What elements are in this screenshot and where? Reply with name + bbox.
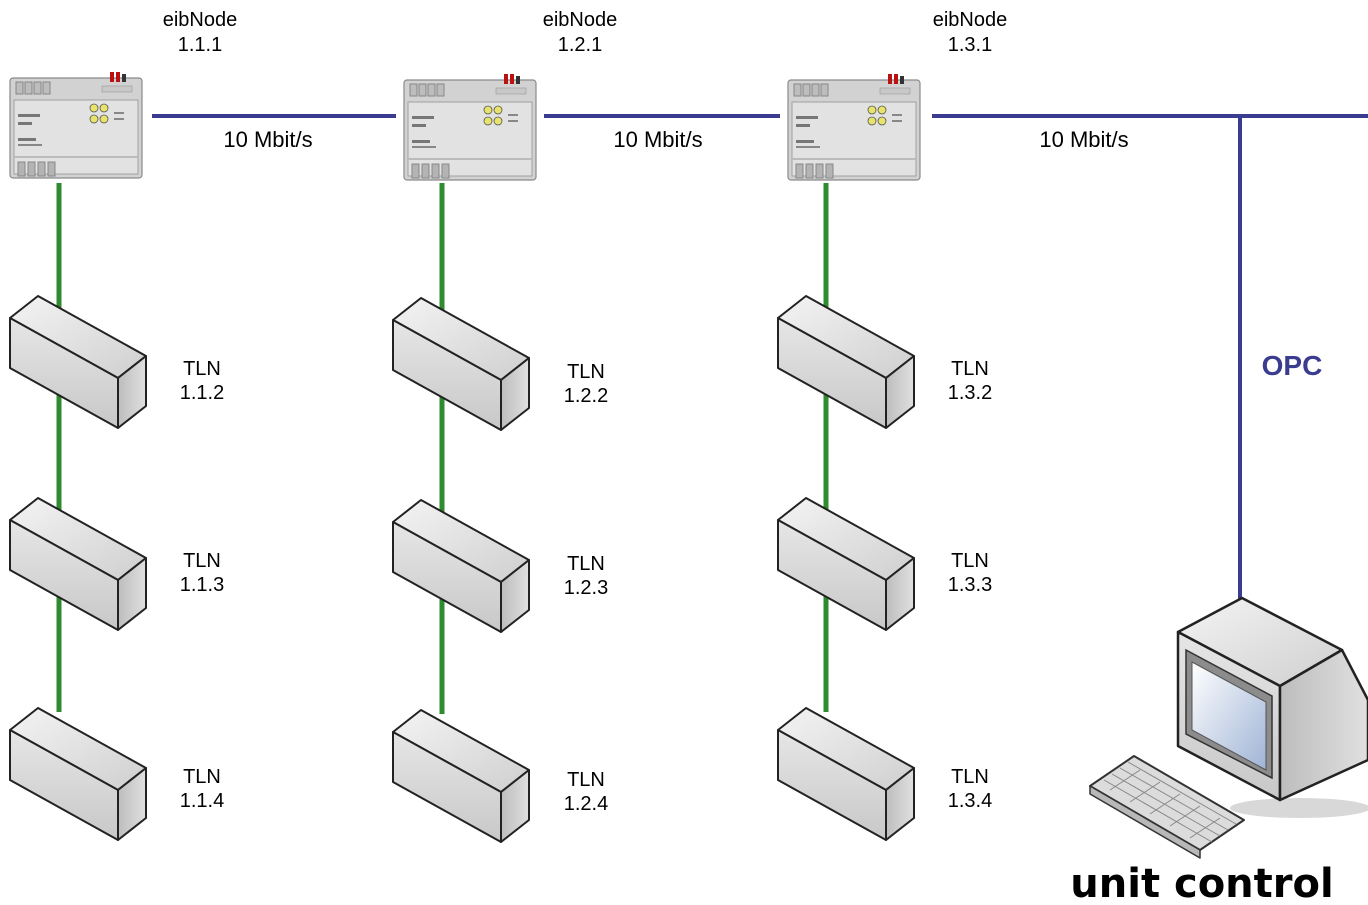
device-name: TLN xyxy=(183,358,221,380)
tln-1-2-3: TLN 1.2.3 xyxy=(392,499,608,633)
monitor-screen xyxy=(1191,661,1267,771)
din-rail-module-icon xyxy=(787,73,921,181)
tln-1-3-2: TLN 1.3.2 xyxy=(777,295,992,429)
box-device-icon xyxy=(9,707,147,841)
keyboard-icon xyxy=(1089,755,1245,859)
link-1-speed: 10 Mbit/s xyxy=(223,127,312,152)
computer-workstation-icon xyxy=(1089,596,1368,859)
device-address: 1.2.4 xyxy=(564,793,608,815)
device-address: 1.1.3 xyxy=(180,574,224,596)
box-device-icon xyxy=(777,707,915,841)
device-address: 1.3.3 xyxy=(948,574,992,596)
eibnode-1: eibNode 1.1.1 xyxy=(9,9,238,179)
tln-1-1-3: TLN 1.1.3 xyxy=(9,497,224,631)
eibnode-2-name: eibNode xyxy=(543,9,618,31)
eibnode-1-name: eibNode xyxy=(163,9,238,31)
box-device-icon xyxy=(392,499,530,633)
device-name: TLN xyxy=(567,553,605,575)
device-address: 1.3.4 xyxy=(948,790,992,812)
tln-1-1-2: TLN 1.1.2 xyxy=(9,295,224,429)
opc-label: OPC xyxy=(1262,350,1323,381)
device-name: TLN xyxy=(183,550,221,572)
eibnode-3-address: 1.3.1 xyxy=(948,34,992,56)
eibnode-3: eibNode 1.3.1 xyxy=(787,9,1008,181)
device-name: TLN xyxy=(951,358,989,380)
box-device-icon xyxy=(392,709,530,843)
eibnode-3-name: eibNode xyxy=(933,9,1008,31)
box-device-icon xyxy=(777,295,915,429)
tln-1-3-3: TLN 1.3.3 xyxy=(777,497,992,631)
device-address: 1.1.4 xyxy=(180,790,224,812)
device-name: TLN xyxy=(567,769,605,791)
device-address: 1.1.2 xyxy=(180,382,224,404)
workstation-label: unit control xyxy=(1070,861,1333,905)
box-device-icon xyxy=(9,497,147,631)
device-address: 1.2.3 xyxy=(564,577,608,599)
box-device-icon xyxy=(392,297,530,431)
device-address: 1.2.2 xyxy=(564,385,608,407)
device-name: TLN xyxy=(183,766,221,788)
eibnode-2-address: 1.2.1 xyxy=(558,34,602,56)
ethernet-bus xyxy=(152,114,1368,600)
link-2-speed: 10 Mbit/s xyxy=(613,127,702,152)
box-device-icon xyxy=(9,295,147,429)
tln-1-1-4: TLN 1.1.4 xyxy=(9,707,224,841)
device-name: TLN xyxy=(567,361,605,383)
din-rail-module-icon xyxy=(403,73,537,181)
eibnode-1-address: 1.1.1 xyxy=(178,34,222,56)
din-rail-module-icon xyxy=(9,71,143,179)
field-bus-lines xyxy=(56,183,829,714)
tln-1-2-4: TLN 1.2.4 xyxy=(392,709,608,843)
device-name: TLN xyxy=(951,550,989,572)
link-3-speed: 10 Mbit/s xyxy=(1039,127,1128,152)
eibnode-2: eibNode 1.2.1 xyxy=(403,9,618,181)
tln-1-2-2: TLN 1.2.2 xyxy=(392,297,608,431)
device-name: TLN xyxy=(951,766,989,788)
box-device-icon xyxy=(777,497,915,631)
device-address: 1.3.2 xyxy=(948,382,992,404)
tln-1-3-4: TLN 1.3.4 xyxy=(777,707,992,841)
